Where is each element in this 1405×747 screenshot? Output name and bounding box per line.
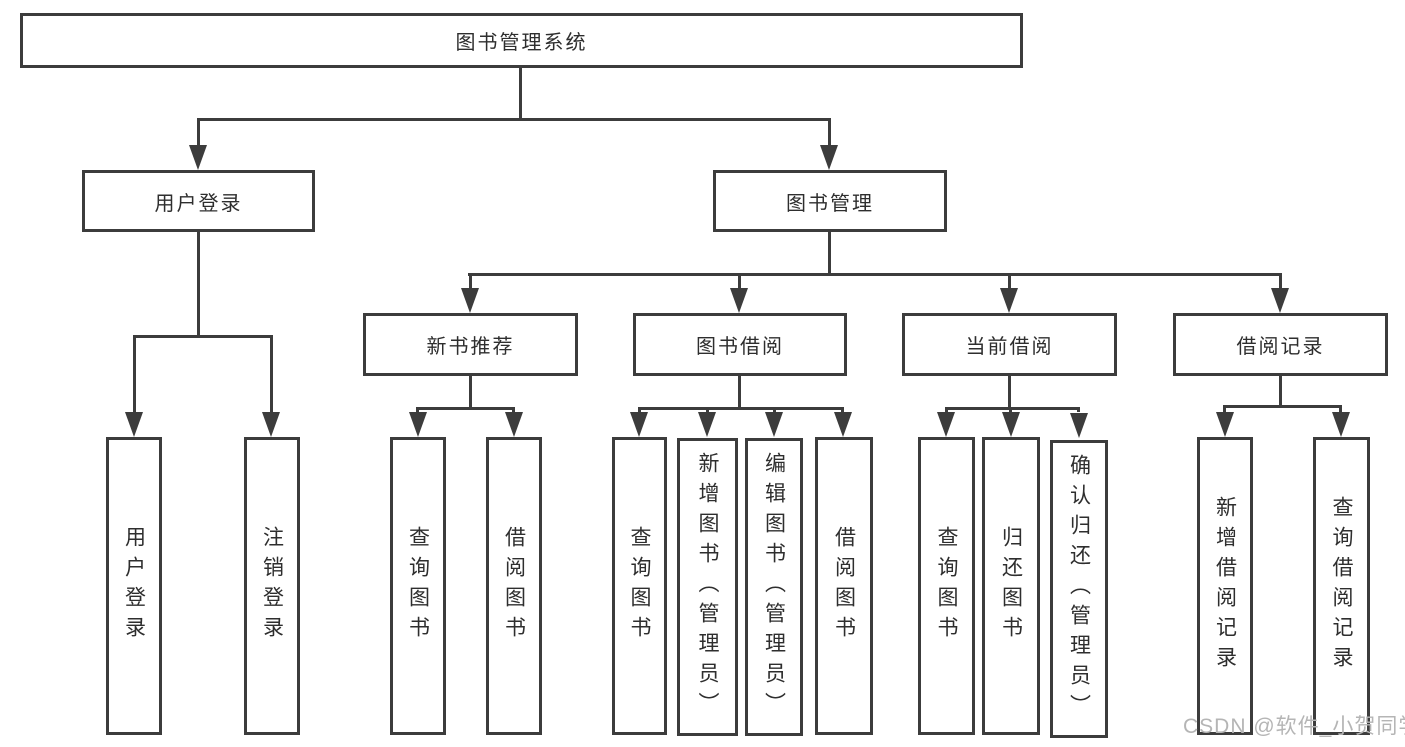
arrow-down-icon xyxy=(820,145,838,170)
arrow-down-icon xyxy=(630,412,648,437)
leaf-logout: 注销登录 xyxy=(244,437,300,735)
leaf-borrow-books: 借阅图书 xyxy=(815,437,873,735)
connector-line xyxy=(133,335,136,412)
arrow-down-icon xyxy=(1002,412,1020,437)
leaf-query-books-current: 查询图书 xyxy=(918,437,975,735)
leaf-add-books-admin: 新增图书（管理员） xyxy=(677,438,738,736)
arrow-down-icon xyxy=(1216,412,1234,437)
connector-line xyxy=(197,118,200,145)
connector-line xyxy=(1223,405,1342,408)
arrow-down-icon xyxy=(765,412,783,437)
arrow-down-icon xyxy=(698,412,716,437)
connector-line xyxy=(468,273,1281,276)
connector-line xyxy=(1009,407,1012,412)
arrow-down-icon xyxy=(189,145,207,170)
connector-line xyxy=(738,273,741,288)
node-book-management: 图书管理 xyxy=(713,170,947,232)
connector-line xyxy=(133,335,273,338)
connector-line xyxy=(945,407,1080,410)
connector-line xyxy=(638,407,844,410)
node-new-book-recommend: 新书推荐 xyxy=(363,313,578,376)
connector-line xyxy=(1008,376,1011,407)
node-current-borrow: 当前借阅 xyxy=(902,313,1117,376)
arrow-down-icon xyxy=(1000,288,1018,313)
connector-line xyxy=(1008,273,1011,288)
connector-line xyxy=(469,376,472,407)
connector-line xyxy=(197,118,830,121)
leaf-confirm-return-admin: 确认归还（管理员） xyxy=(1050,440,1108,738)
connector-line xyxy=(828,232,831,273)
leaf-add-borrow-record: 新增借阅记录 xyxy=(1197,437,1253,735)
connector-line xyxy=(1223,405,1226,412)
arrow-down-icon xyxy=(730,288,748,313)
leaf-query-borrow-record: 查询借阅记录 xyxy=(1313,437,1370,735)
connector-line xyxy=(270,335,273,412)
arrow-down-icon xyxy=(937,412,955,437)
connector-line xyxy=(638,407,641,412)
connector-line xyxy=(841,407,844,412)
node-borrow-records: 借阅记录 xyxy=(1173,313,1388,376)
leaf-user-login: 用户登录 xyxy=(106,437,162,735)
leaf-query-books-borrow: 查询图书 xyxy=(612,437,667,735)
leaf-edit-books-admin: 编辑图书（管理员） xyxy=(745,438,803,736)
connector-line xyxy=(416,407,419,412)
connector-line xyxy=(773,407,776,412)
connector-line xyxy=(519,68,522,118)
arrow-down-icon xyxy=(834,412,852,437)
connector-line xyxy=(828,118,831,145)
node-root-system: 图书管理系统 xyxy=(20,13,1023,68)
arrow-down-icon xyxy=(461,288,479,313)
connector-line xyxy=(945,407,948,412)
arrow-down-icon xyxy=(262,412,280,437)
leaf-borrow-books-recommend: 借阅图书 xyxy=(486,437,542,735)
connector-line xyxy=(197,232,200,335)
connector-line xyxy=(1279,273,1282,288)
csdn-watermark: CSDN @软件_小贺同学 xyxy=(1183,715,1405,738)
leaf-query-books-recommend: 查询图书 xyxy=(390,437,446,735)
connector-line xyxy=(512,407,515,412)
arrow-down-icon xyxy=(125,412,143,437)
arrow-down-icon xyxy=(1271,288,1289,313)
node-book-borrow: 图书借阅 xyxy=(633,313,847,376)
node-user-login: 用户登录 xyxy=(82,170,315,232)
arrow-down-icon xyxy=(505,412,523,437)
connector-line xyxy=(416,407,515,410)
connector-line xyxy=(1339,405,1342,412)
arrow-down-icon xyxy=(409,412,427,437)
connector-line xyxy=(738,376,741,407)
connector-line xyxy=(706,407,709,412)
arrow-down-icon xyxy=(1332,412,1350,437)
connector-line xyxy=(1077,407,1080,412)
leaf-return-books: 归还图书 xyxy=(982,437,1040,735)
connector-line xyxy=(469,273,472,288)
arrow-down-icon xyxy=(1070,413,1088,438)
connector-line xyxy=(1279,376,1282,405)
